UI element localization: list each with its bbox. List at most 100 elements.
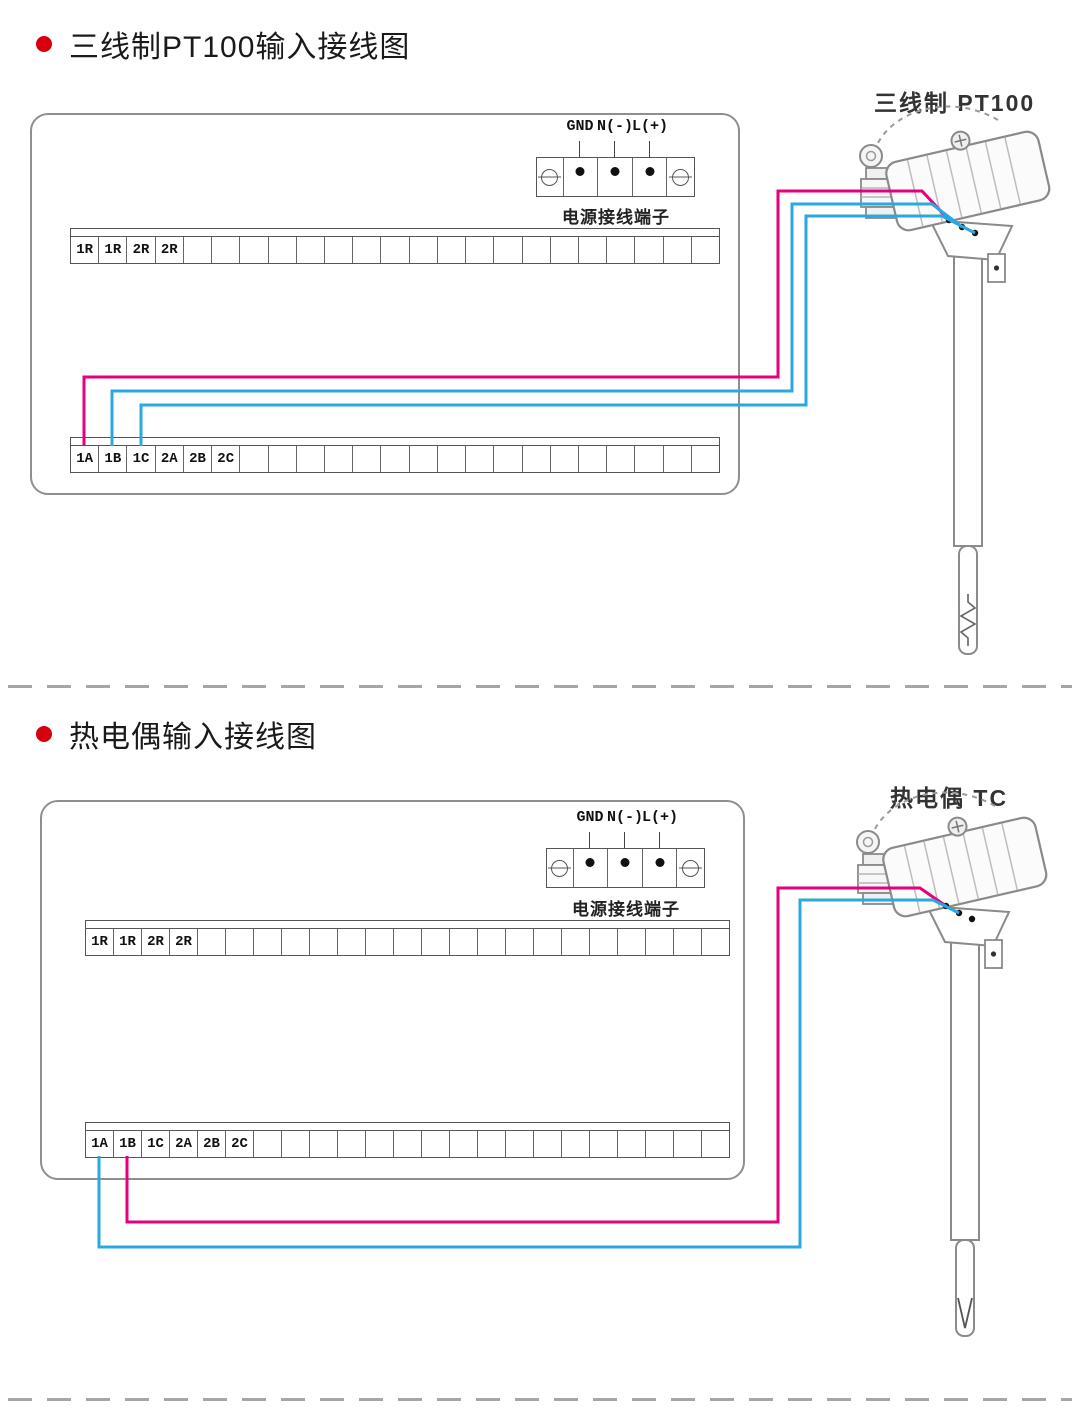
power1-terminal-l (633, 158, 668, 196)
terminal-cell-empty (450, 1131, 478, 1157)
screw-icon (682, 859, 700, 877)
terminal-cell-empty (198, 929, 226, 955)
power2-tick (659, 832, 660, 862)
terminal-cell-empty (297, 446, 325, 472)
terminal-dot-icon (620, 858, 630, 867)
tc-sensor-head (855, 791, 1050, 970)
terminal-cell-empty (618, 1131, 646, 1157)
section2-title: 热电偶输入接线图 (69, 721, 317, 754)
terminal-cell-2R: 2R (170, 929, 198, 955)
terminal-cell-empty (692, 446, 719, 472)
terminal-cell-empty (664, 446, 692, 472)
terminal-cell-empty (254, 1131, 282, 1157)
power2-label-l: L(+) (641, 809, 679, 826)
pt100-probe (953, 249, 983, 655)
section1-title-row: 三线制PT100输入接线图 (36, 22, 410, 66)
terminal-cell-empty (523, 237, 551, 263)
terminal-cell-empty (551, 446, 579, 472)
terminal-cell-empty (646, 929, 674, 955)
power2-label-gnd: GND (576, 809, 604, 826)
terminal-cell-empty (534, 929, 562, 955)
terminal-cell-empty (381, 446, 410, 472)
terminal-cell-empty (310, 929, 338, 955)
power2-tick (589, 832, 590, 862)
terminal-cell-empty (269, 446, 297, 472)
power2-screw-left (547, 849, 574, 887)
terminal-cell-1C: 1C (142, 1131, 170, 1157)
terminal-dot-icon (645, 167, 655, 176)
power1-screw-right (667, 158, 694, 196)
terminal-dot-icon (610, 167, 620, 176)
terminal-cell-empty (394, 1131, 422, 1157)
terminal-cell-empty (394, 929, 422, 955)
terminal-cell-2A: 2A (170, 1131, 198, 1157)
terminal-cell-1B: 1B (99, 446, 128, 472)
terminal-cell-empty (590, 929, 618, 955)
power2-terminal-n (608, 849, 643, 887)
terminal-cell-empty (618, 929, 646, 955)
terminal-cell-empty (410, 446, 438, 472)
terminal-cell-empty (702, 929, 729, 955)
power1-tick (649, 141, 650, 171)
power1-terminal-block (536, 157, 695, 197)
terminal-cell-empty (674, 929, 702, 955)
power2-tick (624, 832, 625, 862)
terminal-cell-empty (269, 237, 297, 263)
terminal-cell-2C: 2C (226, 1131, 254, 1157)
power1-label-gnd: GND (566, 118, 594, 135)
power2-label-n: N(-) (606, 809, 644, 826)
terminal-cell-1B: 1B (114, 1131, 142, 1157)
sensor1-label: 三线制 PT100 (874, 90, 1036, 116)
terminal-cell-2B: 2B (198, 1131, 226, 1157)
terminal-cell-empty (579, 446, 608, 472)
strip-rail (70, 228, 720, 236)
terminal-cell-1R: 1R (86, 929, 114, 955)
terminal-dot-icon (575, 167, 585, 176)
strip-rail (70, 437, 720, 445)
power1-terminal-gnd (564, 158, 599, 196)
terminal-cell-1A: 1A (86, 1131, 114, 1157)
terminal-cell-empty (297, 237, 325, 263)
terminal-cell-1C: 1C (127, 446, 156, 472)
power1-tick (579, 141, 580, 171)
terminal-cell-empty (590, 1131, 618, 1157)
terminal-cell-empty (212, 237, 241, 263)
terminal-cell-empty (353, 237, 382, 263)
power1-label-l: L(+) (631, 118, 669, 135)
bullet-icon (36, 726, 52, 742)
power2-screw-right (677, 849, 704, 887)
terminal-cell-2B: 2B (184, 446, 213, 472)
tc-junction-icon (957, 1297, 973, 1329)
terminal-cell-1R: 1R (99, 237, 128, 263)
power2-terminal-gnd (574, 849, 609, 887)
terminal-cell-empty (607, 446, 636, 472)
terminal-cell-empty (562, 1131, 590, 1157)
terminal-cell-empty (579, 237, 608, 263)
terminal-cell-empty (366, 929, 394, 955)
terminal-cell-empty (551, 237, 579, 263)
bullet-icon (36, 36, 52, 52)
terminal-cell-empty (282, 1131, 310, 1157)
terminal-cell-empty (325, 237, 354, 263)
terminal-cell-empty (494, 446, 523, 472)
terminal-cell-1A: 1A (71, 446, 100, 472)
terminal-cell-empty (240, 446, 269, 472)
terminal-cell-empty (338, 929, 366, 955)
terminal-cell-empty (226, 929, 254, 955)
rtd-element-icon (959, 594, 977, 646)
power2-terminal-l (643, 849, 678, 887)
tc-probe (950, 935, 980, 1337)
terminal-dot-icon (585, 858, 595, 867)
terminal-cell-1R: 1R (114, 929, 142, 955)
terminal-cell-empty (325, 446, 354, 472)
terminal-cell-empty (450, 929, 478, 955)
sensor2-label: 热电偶 TC (890, 785, 1009, 811)
terminal-cell-empty (254, 929, 282, 955)
terminal-cell-empty (422, 1131, 450, 1157)
